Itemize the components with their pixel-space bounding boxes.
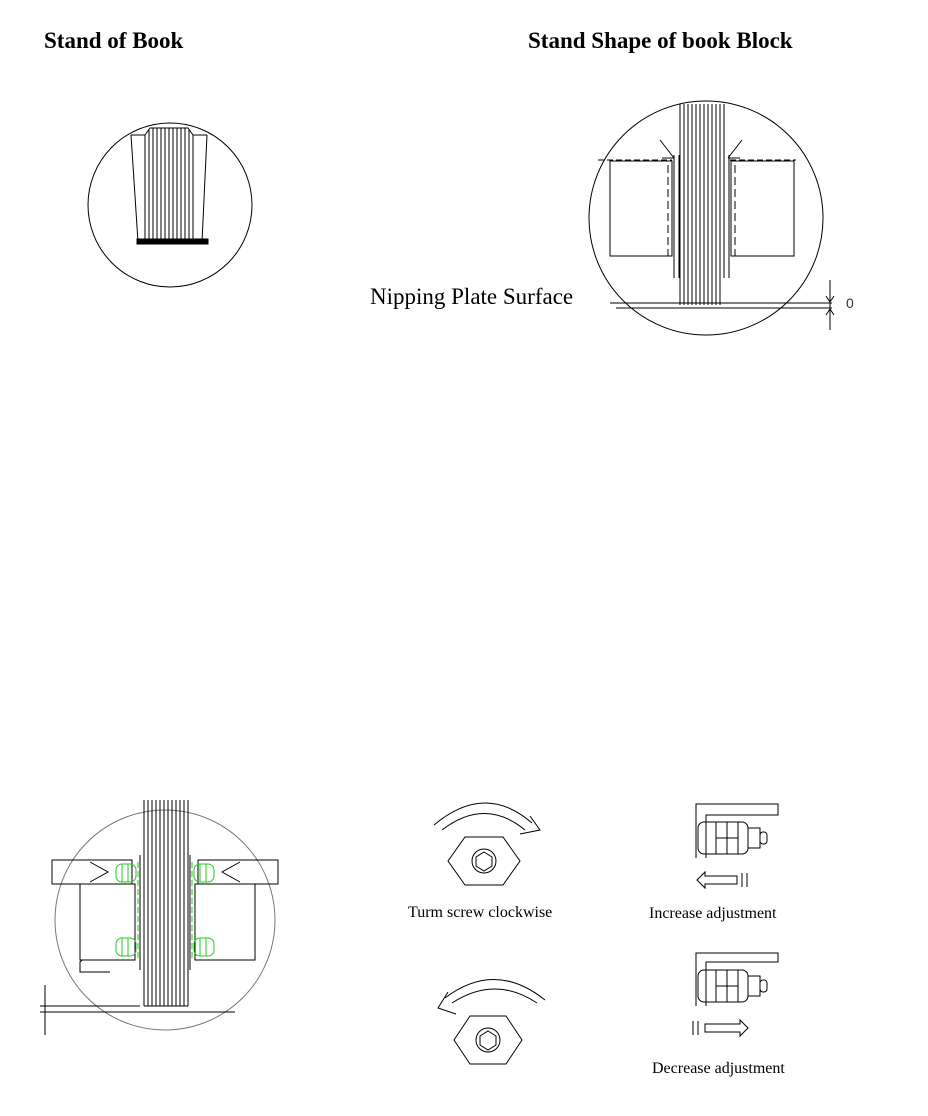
book-right-edge: [201, 134, 208, 243]
gap-dimension-marker: [825, 280, 835, 330]
clamp-book-pages: [139, 800, 191, 1007]
title-stand-of-book: Stand of Book: [44, 28, 184, 53]
detail-circle-2: [588, 100, 824, 336]
clockwise-arrow-icon: [433, 802, 541, 835]
detail-circle-1: [87, 122, 253, 288]
figure-stand-shape: [588, 100, 835, 336]
book-spine-base: [136, 238, 209, 245]
title-stand-shape-book-block: Stand Shape of book Block: [528, 28, 793, 53]
book-left-edge: [130, 134, 139, 243]
hex-nut-icon-2: [453, 1015, 523, 1065]
turn-clockwise-label: Turm screw clockwise: [408, 904, 552, 921]
counterclockwise-arrow-icon: [437, 979, 546, 1015]
adjuster-decrease-icon: [692, 952, 779, 1038]
hex-nut-icon: [447, 836, 521, 886]
decrease-adjustment-label: Decrease adjustment: [652, 1060, 785, 1077]
detail-circle-3: [54, 809, 276, 1031]
book-pages: [144, 127, 194, 240]
figure-stand-of-book: [87, 122, 253, 288]
left-clamp: [609, 160, 673, 257]
gap-value-label: 0: [846, 295, 854, 311]
screw-heads: [115, 863, 215, 957]
nipping-plate-label: Nipping Plate Surface: [370, 284, 573, 309]
figure-clamp-detail: [40, 800, 279, 1035]
increase-adjustment-label: Increase adjustment: [649, 905, 777, 922]
book-block-pages: [679, 104, 725, 305]
adjuster-increase-icon: [695, 803, 779, 890]
right-clamp: [730, 160, 795, 257]
